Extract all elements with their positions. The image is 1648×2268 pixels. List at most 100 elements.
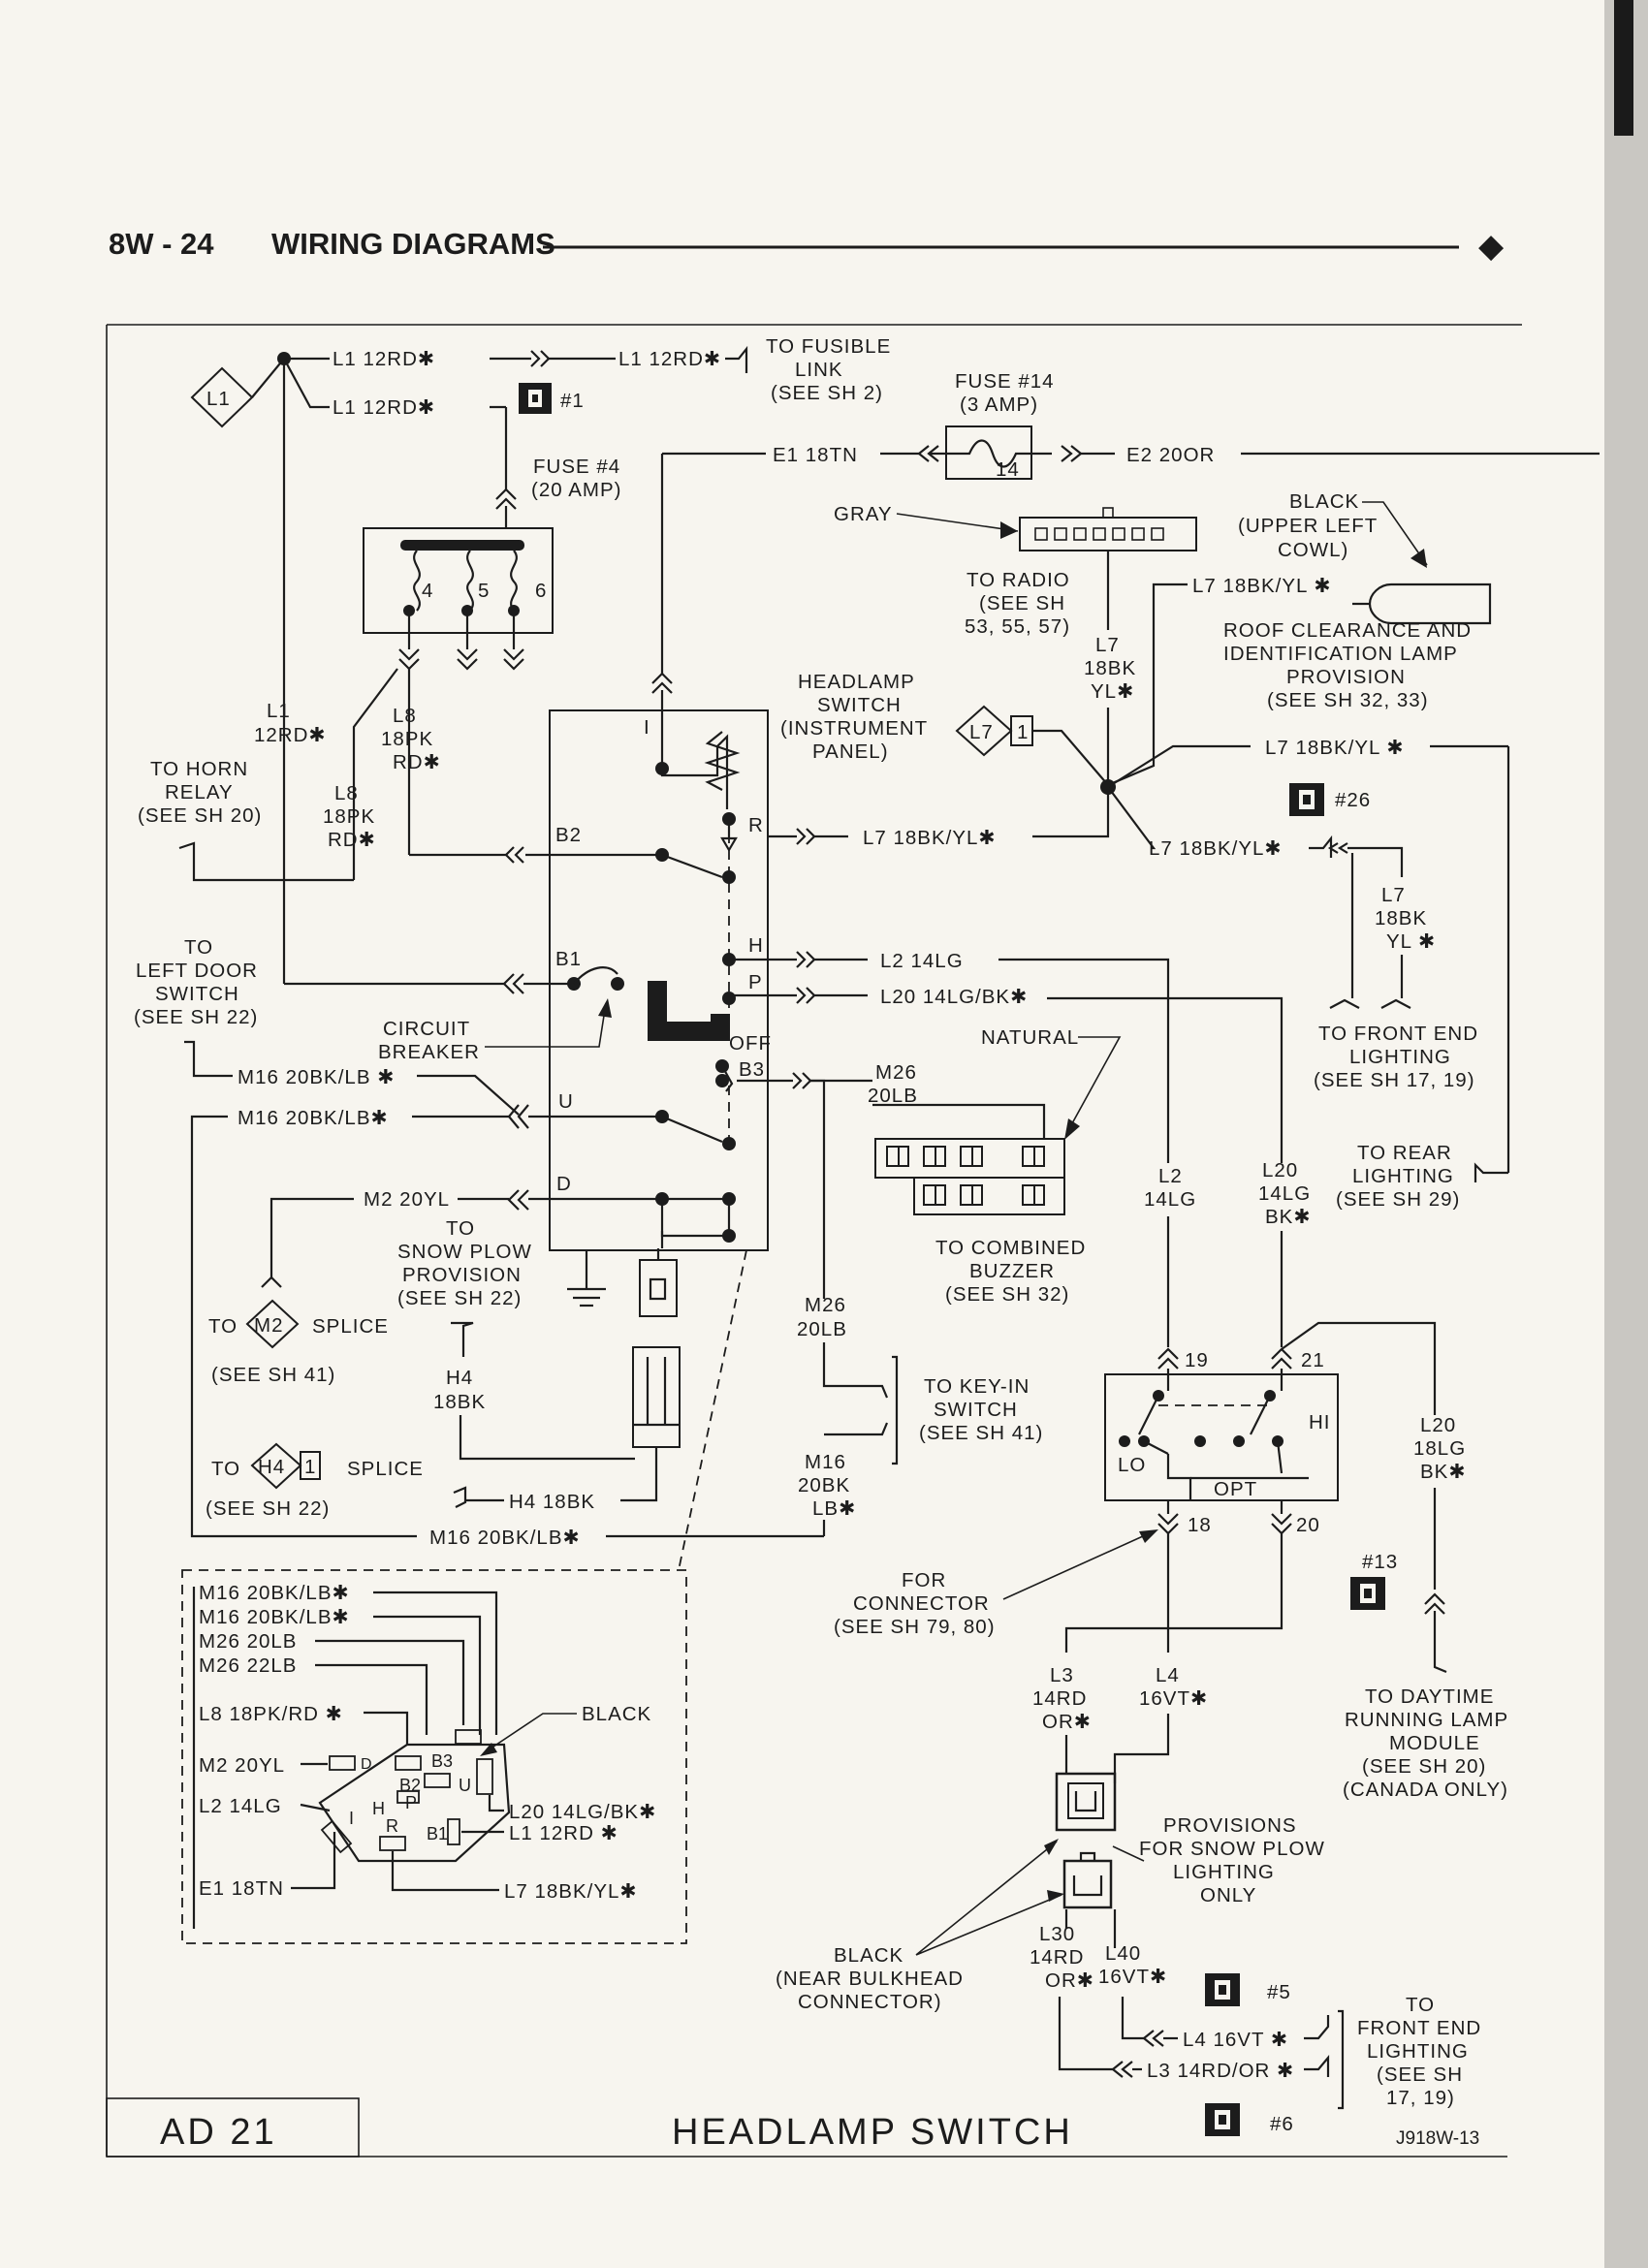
l8-a-2: 18PK xyxy=(381,728,433,750)
page-shadow-right xyxy=(1604,0,1648,2268)
roof-4: (SEE SH 32, 33) xyxy=(1267,689,1429,711)
to-radio-2: (SEE SH xyxy=(979,592,1065,614)
h4-vert-2: 18BK xyxy=(433,1391,486,1413)
page-number: 8W - 24 xyxy=(109,227,214,261)
l7-splice-area: L7 1 L7 18BK/YL ✱ #26 L7 18BK/YL✱ L7 18B… xyxy=(955,705,1510,1182)
daytime-2: RUNNING LAMP xyxy=(1345,1709,1508,1731)
splice-1-label: #1 xyxy=(560,390,585,412)
box-l8: L8 18PK/RD ✱ xyxy=(199,1703,343,1725)
l2-mid-label: L2 14LG xyxy=(880,950,964,972)
black-bulk-2: (NEAR BULKHEAD xyxy=(776,1968,964,1990)
l1-diamond-label: L1 xyxy=(206,388,231,410)
l20-vert-1: L20 xyxy=(1262,1159,1298,1181)
m2-diamond xyxy=(245,1299,300,1349)
buzzer-area: NATURAL TO COMBINED BUZZER (SEE SH 32) M… xyxy=(797,1026,1459,1536)
box-l2: L2 14LG xyxy=(199,1795,282,1817)
l30-1: L30 xyxy=(1039,1923,1075,1945)
provisions-4: ONLY xyxy=(1200,1884,1256,1906)
page-header: 8W - 24 WIRING DIAGRAMS ◆ xyxy=(109,227,1505,265)
fuse14-circuit: FUSE #14 (3 AMP) 14 E1 18TN E2 20OR xyxy=(651,370,1600,766)
l30-3: OR✱ xyxy=(1045,1969,1094,1992)
l40-1: L40 xyxy=(1105,1942,1141,1965)
pin-r: R xyxy=(748,814,764,836)
l3-a-1: L3 xyxy=(1050,1664,1074,1686)
key-in-3: (SEE SH 41) xyxy=(919,1422,1043,1444)
m16-bottom-label: M16 20BK/LB✱ xyxy=(429,1527,581,1549)
pin-i: I xyxy=(644,716,650,739)
box-line-2: M16 20BK/LB✱ xyxy=(199,1606,350,1628)
l3-a-3: OR✱ xyxy=(1042,1711,1092,1733)
box-m2: M2 20YL xyxy=(199,1754,285,1777)
box-pin-b1: B1 xyxy=(427,1824,448,1843)
fuse4-label-2: (20 AMP) xyxy=(531,479,621,501)
m26-b-1: M26 xyxy=(805,1294,846,1316)
m26-a-2: 20LB xyxy=(868,1085,918,1107)
box-e1: E1 18TN xyxy=(199,1877,284,1900)
horn-relay-2: RELAY xyxy=(165,781,234,803)
l1-label-c: L1 12RD✱ xyxy=(333,396,435,419)
l7-top-label: L7 18BK/YL ✱ xyxy=(1192,575,1332,597)
fuse4-block xyxy=(363,527,554,634)
header-diamond: ◆ xyxy=(1478,228,1505,265)
for-connector-2: CONNECTOR xyxy=(853,1592,990,1615)
diagram-frame: AD 21 HEADLAMP SWITCH J918W-13 xyxy=(106,324,1522,2158)
box-line-1: M16 20BK/LB✱ xyxy=(199,1582,350,1604)
l1-label-a: L1 12RD✱ xyxy=(333,348,435,370)
footer-ref: J918W-13 xyxy=(1396,2128,1479,2149)
pin-b1: B1 xyxy=(555,948,582,970)
dim-19: 19 xyxy=(1185,1349,1209,1371)
snow-plow-3: PROVISION xyxy=(402,1264,522,1286)
m2-splice: SPLICE xyxy=(312,1315,389,1338)
pin-h: H xyxy=(748,934,764,957)
box-pin-r: R xyxy=(386,1816,398,1836)
connector-face-outline xyxy=(318,1743,511,1863)
daytime-4: (SEE SH 20) xyxy=(1362,1755,1486,1778)
front-end-2-4: (SEE SH xyxy=(1377,2063,1463,2086)
dim-lo: LO xyxy=(1118,1454,1146,1476)
l1-left-1: L1 xyxy=(267,700,291,722)
headlamp-sw-2: SWITCH xyxy=(817,694,902,716)
m26-a-1: M26 xyxy=(875,1061,917,1084)
headlamp-sw-1: HEADLAMP xyxy=(798,671,915,693)
pin-u: U xyxy=(558,1090,574,1113)
front-end-2-1: TO xyxy=(1406,1994,1435,2016)
gray-label: GRAY xyxy=(834,503,893,525)
l20-right-2: 18LG xyxy=(1413,1437,1466,1460)
l8-b-1: L8 xyxy=(334,782,359,804)
headlamp-sw-4: PANEL) xyxy=(812,740,889,763)
daytime-5: (CANADA ONLY) xyxy=(1343,1779,1508,1801)
m16-vert-1: M16 xyxy=(805,1451,846,1473)
page-binding-edge xyxy=(1614,0,1633,136)
pin-p: P xyxy=(748,971,763,993)
h4-diamond-label: H4 xyxy=(258,1456,285,1478)
box-line-4: M26 22LB xyxy=(199,1654,297,1677)
horn-relay-1: TO HORN xyxy=(150,758,248,780)
l20-right-3: BK✱ xyxy=(1420,1461,1467,1483)
snow-plow-lighting: L3 14RD OR✱ L4 16VT✱ PROVISIONS FOR SNOW… xyxy=(776,1664,1480,2136)
pin-b2: B2 xyxy=(555,824,582,846)
to-radio-3: 53, 55, 57) xyxy=(965,615,1070,638)
roof-3: PROVISION xyxy=(1286,666,1406,688)
e1-label: E1 18TN xyxy=(773,444,858,466)
m2-diamond-label: M2 xyxy=(254,1314,283,1337)
rear-lighting-2: LIGHTING xyxy=(1352,1165,1454,1187)
fusible-link-2: LINK xyxy=(795,359,843,381)
dim-18: 18 xyxy=(1188,1514,1212,1536)
box-l1: L1 12RD ✱ xyxy=(509,1822,618,1844)
black-bulk-1: BLACK xyxy=(834,1944,903,1967)
splice-26-label: #26 xyxy=(1335,789,1371,811)
snow-plow-4: (SEE SH 22) xyxy=(397,1287,522,1309)
daytime-1: TO DAYTIME xyxy=(1365,1685,1494,1708)
for-connector-1: FOR xyxy=(902,1569,946,1591)
left-door-3: SWITCH xyxy=(155,983,239,1005)
fuse14-number: 14 xyxy=(996,458,1020,481)
l1-left-2: 12RD✱ xyxy=(254,724,327,746)
l7-diamond-pin: 1 xyxy=(1017,721,1029,743)
splice-5-label: #5 xyxy=(1267,1981,1291,2003)
l20-right-1: L20 xyxy=(1420,1414,1456,1436)
fuse4-cavity-6: 6 xyxy=(535,580,547,602)
buzzer-2: BUZZER xyxy=(969,1260,1055,1282)
section-title: WIRING DIAGRAMS xyxy=(271,227,555,261)
key-in-1: TO KEY-IN xyxy=(924,1375,1030,1398)
